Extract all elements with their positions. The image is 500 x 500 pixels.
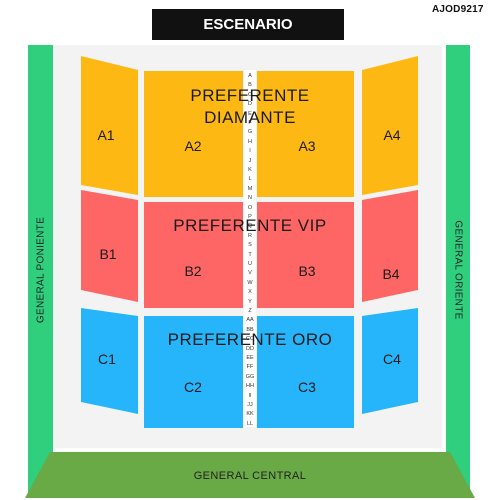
general-central-shape — [25, 452, 475, 498]
row-label-b: B — [248, 82, 252, 89]
section-c4[interactable] — [362, 308, 418, 414]
row-label-m: M — [247, 185, 253, 192]
row-label-n: N — [248, 195, 252, 202]
label-a1: A1 — [97, 127, 115, 143]
section-a2[interactable] — [144, 71, 243, 197]
section-b4[interactable] — [362, 190, 418, 302]
zone-title-diamante-line1: PREFERENTE — [190, 86, 310, 105]
row-label-t: T — [248, 251, 252, 258]
row-label-jj: JJ — [247, 402, 253, 408]
label-c4: C4 — [383, 351, 401, 367]
row-label-q: Q — [247, 223, 253, 230]
row-label-j: J — [248, 157, 252, 164]
zone-title-diamante: PREFERENTE DIAMANTE — [190, 85, 309, 129]
label-c2: C2 — [184, 379, 202, 395]
row-label-h: H — [248, 138, 252, 145]
row-label-x: X — [248, 289, 252, 296]
row-label-k: K — [248, 167, 252, 173]
label-b3: B3 — [298, 263, 316, 279]
row-label-u: U — [248, 261, 252, 267]
section-a4[interactable] — [362, 56, 418, 195]
row-label-y: Y — [248, 298, 252, 305]
row-label-i: I — [249, 148, 251, 155]
stage: ESCENARIO — [152, 9, 344, 40]
section-general-poniente[interactable]: GENERAL PONIENTE — [28, 45, 53, 495]
row-label-ee: EE — [246, 355, 254, 361]
row-label-ll: LL — [246, 420, 254, 427]
section-general-central[interactable] — [0, 450, 500, 500]
row-label-l: L — [248, 176, 252, 183]
row-label-v: V — [248, 270, 252, 277]
label-b1: B1 — [99, 246, 117, 262]
row-label-w: W — [247, 279, 253, 286]
label-c3: C3 — [298, 379, 316, 395]
map-code: AJOD9217 — [432, 4, 484, 15]
label-a3: A3 — [298, 138, 316, 154]
row-label-gg: GG — [245, 373, 255, 380]
row-label-aa: AA — [246, 317, 254, 324]
row-label-a: A — [248, 73, 252, 79]
section-c2[interactable] — [144, 316, 243, 428]
section-c1[interactable] — [81, 308, 138, 414]
row-label-f: F — [248, 120, 252, 126]
section-a3[interactable] — [257, 71, 354, 197]
section-b1[interactable] — [81, 190, 138, 302]
section-c3[interactable] — [257, 316, 354, 428]
row-label-dd: DD — [246, 345, 254, 352]
row-label-p: P — [248, 214, 252, 220]
zone-title-vip: PREFERENTE VIP — [173, 216, 327, 235]
zone-title-oro: PREFERENTE ORO — [167, 330, 333, 349]
section-general-oriente[interactable]: GENERAL ORIENTE — [446, 45, 470, 495]
section-b3[interactable] — [257, 202, 354, 308]
label-a2: A2 — [184, 138, 202, 154]
row-label-ff: FF — [246, 364, 254, 371]
zone-title-diamante-line2: DIAMANTE — [204, 108, 296, 127]
label-a4: A4 — [383, 127, 401, 143]
row-label-kk: KK — [246, 411, 254, 418]
row-label-e: E — [248, 110, 252, 117]
row-label-g: G — [247, 129, 253, 136]
row-label-o: O — [247, 204, 253, 211]
row-label-s: S — [248, 242, 252, 249]
section-b2[interactable] — [144, 202, 243, 308]
label-c1: C1 — [98, 351, 116, 367]
section-a1[interactable] — [81, 56, 138, 195]
row-label-z: Z — [248, 308, 252, 314]
stage-label: ESCENARIO — [203, 16, 293, 33]
general-central-label: GENERAL CENTRAL — [193, 470, 307, 482]
row-label-ii: II — [248, 392, 252, 399]
row-label-d: D — [248, 101, 252, 108]
row-label-cc: CC — [246, 336, 254, 343]
label-b4: B4 — [382, 266, 400, 282]
row-label-bb: BB — [246, 326, 254, 333]
row-label-c: C — [248, 91, 252, 98]
label-b2: B2 — [184, 263, 202, 279]
row-label-hh: HH — [246, 383, 254, 390]
row-label-r: R — [248, 232, 252, 239]
